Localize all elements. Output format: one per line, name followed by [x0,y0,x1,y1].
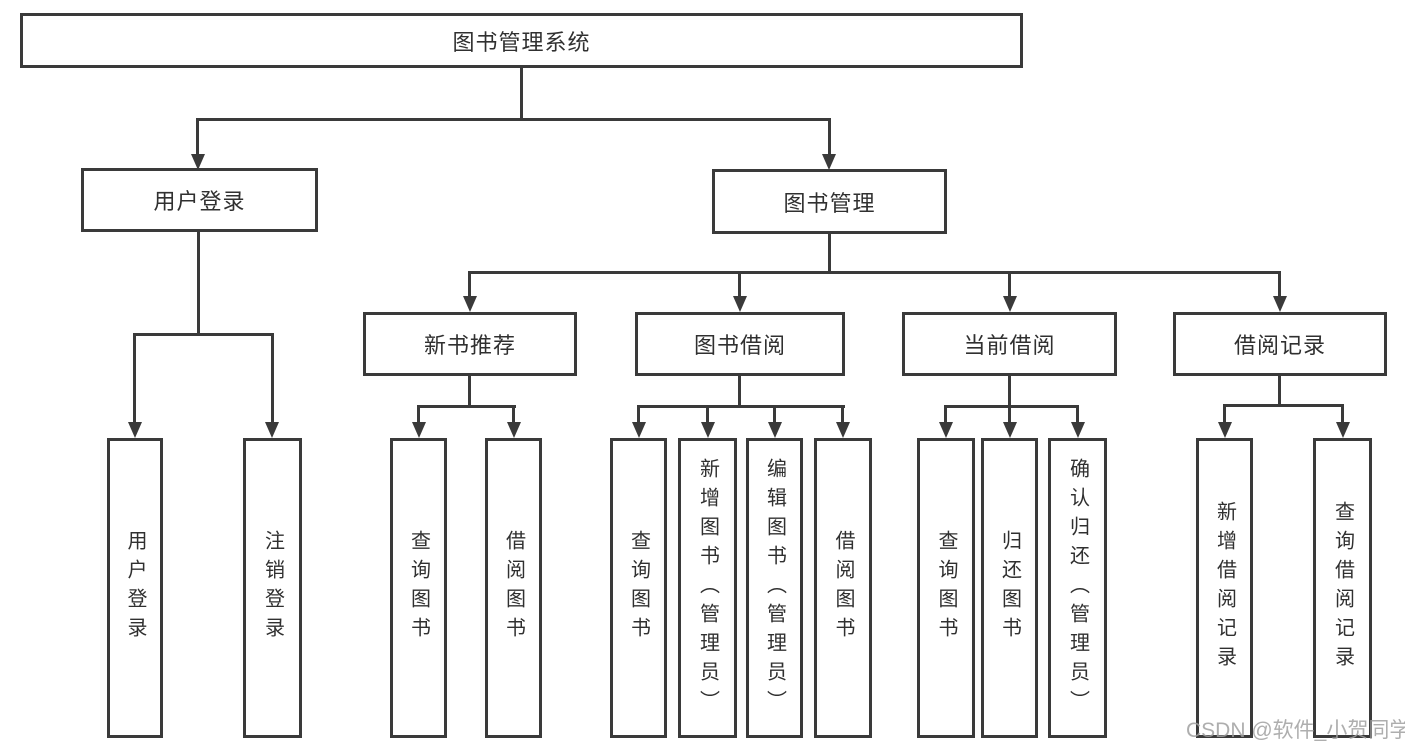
leaf-borrow-borrow-books: 借阅图书 [814,438,872,738]
connector-drop-bb-edit [773,405,776,423]
arrowhead-nr-borrow [507,422,521,438]
connector-drop-leaf-logout [271,333,274,423]
connector-book-borrow-hline [637,405,845,408]
leaf-borrow-add-books-admin: 新增图书（管理员） [678,438,737,738]
leaf-current-confirm-return-admin: 确认归还（管理员） [1048,438,1107,738]
node-book-borrow-label: 图书借阅 [693,333,786,358]
connector-drop-cb-query [944,405,947,423]
arrowhead-book-management [822,154,836,170]
leaf-user-login-label: 用户登录 [124,530,146,646]
connector-drop-nr-borrow [512,405,515,423]
arrowhead-current-borrow [1003,296,1017,312]
connector-drop-user-login [196,118,199,156]
leaf-newrec-borrow-books-label: 借阅图书 [502,530,525,646]
leaf-records-query-record-label: 查询借阅记录 [1331,501,1354,675]
leaf-newrec-query-books-label: 查询图书 [407,530,430,646]
connector-new-rec-hline [417,405,516,408]
connector-drop-book-borrow [738,271,741,300]
arrowhead-bb-add [701,422,715,438]
arrowhead-leaf-user-login [128,422,142,438]
arrowhead-book-borrow [733,296,747,312]
leaf-records-add-record: 新增借阅记录 [1196,438,1253,738]
arrowhead-bb-edit [768,422,782,438]
connector-borrow-records-stem [1278,376,1281,407]
connector-drop-borrow-records [1278,271,1281,300]
leaf-borrow-borrow-books-label: 借阅图书 [832,530,854,646]
arrowhead-nr-query [412,422,426,438]
node-book-management-label: 图书管理 [783,190,876,216]
connector-drop-new-rec [468,271,471,300]
leaf-borrow-edit-books-admin: 编辑图书（管理员） [746,438,803,738]
connector-user-login-stem [197,232,200,336]
leaf-borrow-query-books-label: 查询图书 [627,530,650,646]
connector-root-hline [196,118,831,121]
connector-drop-cb-return [1008,405,1011,423]
arrowhead-bb-query [632,422,646,438]
connector-book-mgmt-stem [828,234,831,274]
connector-root-stem [520,68,523,121]
connector-drop-bb-query [637,405,640,423]
connector-new-rec-stem [468,376,471,408]
node-book-borrow: 图书借阅 [635,312,845,376]
connector-book-borrow-stem [738,376,741,408]
node-borrow-records: 借阅记录 [1173,312,1387,376]
node-root: 图书管理系统 [20,13,1023,68]
connector-drop-bb-borrow [841,405,844,423]
csdn-watermark: CSDN @软件_小贺同学 [1186,719,1405,742]
connector-borrow-records-hline [1223,404,1344,407]
node-current-borrow-label: 当前借阅 [963,333,1056,358]
arrowhead-br-query [1336,422,1350,438]
leaf-logout-login: 注销登录 [243,438,302,738]
connector-book-mgmt-hline [468,271,1281,274]
connector-drop-br-add [1223,404,1226,423]
arrowhead-cb-return [1003,422,1017,438]
arrowhead-bb-borrow [836,422,850,438]
node-book-management: 图书管理 [712,169,947,234]
connector-drop-leaf-user-login [133,333,136,423]
connector-drop-br-query [1341,404,1344,423]
node-root-label: 图书管理系统 [452,29,591,55]
node-borrow-records-label: 借阅记录 [1233,333,1326,358]
leaf-borrow-edit-books-admin-label: 编辑图书（管理员） [763,457,786,719]
connector-user-login-hline [133,333,274,336]
leaf-current-return-books-label: 归还图书 [998,530,1021,646]
arrowhead-borrow-records [1273,296,1287,312]
connector-drop-nr-query [417,405,420,423]
node-current-borrow: 当前借阅 [902,312,1117,376]
leaf-user-login: 用户登录 [107,438,163,738]
arrowhead-user-login [191,154,205,170]
leaf-current-return-books: 归还图书 [981,438,1038,738]
leaf-current-query-books: 查询图书 [917,438,975,738]
leaf-current-confirm-return-admin-label: 确认归还（管理员） [1066,457,1089,719]
connector-drop-bb-add [706,405,709,423]
node-user-login: 用户登录 [81,168,318,232]
leaf-borrow-add-books-admin-label: 新增图书（管理员） [696,457,719,719]
connector-current-borrow-hline [944,405,1079,408]
leaf-logout-login-label: 注销登录 [261,530,284,646]
leaf-records-query-record: 查询借阅记录 [1313,438,1372,738]
node-new-book-recommend: 新书推荐 [363,312,577,376]
arrowhead-cb-confirm [1071,422,1085,438]
connector-current-borrow-stem [1008,376,1011,408]
arrowhead-leaf-logout [265,422,279,438]
arrowhead-new-rec [463,296,477,312]
leaf-borrow-query-books: 查询图书 [610,438,667,738]
connector-drop-book-management [828,118,831,156]
leaf-records-add-record-label: 新增借阅记录 [1213,501,1236,675]
connector-drop-cb-confirm [1076,405,1079,423]
connector-drop-current-borrow [1008,271,1011,300]
arrowhead-br-add [1218,422,1232,438]
node-new-book-recommend-label: 新书推荐 [423,333,516,358]
arrowhead-cb-query [939,422,953,438]
leaf-newrec-borrow-books: 借阅图书 [485,438,542,738]
leaf-newrec-query-books: 查询图书 [390,438,447,738]
node-user-login-label: 用户登录 [153,189,246,214]
leaf-current-query-books-label: 查询图书 [935,530,957,646]
